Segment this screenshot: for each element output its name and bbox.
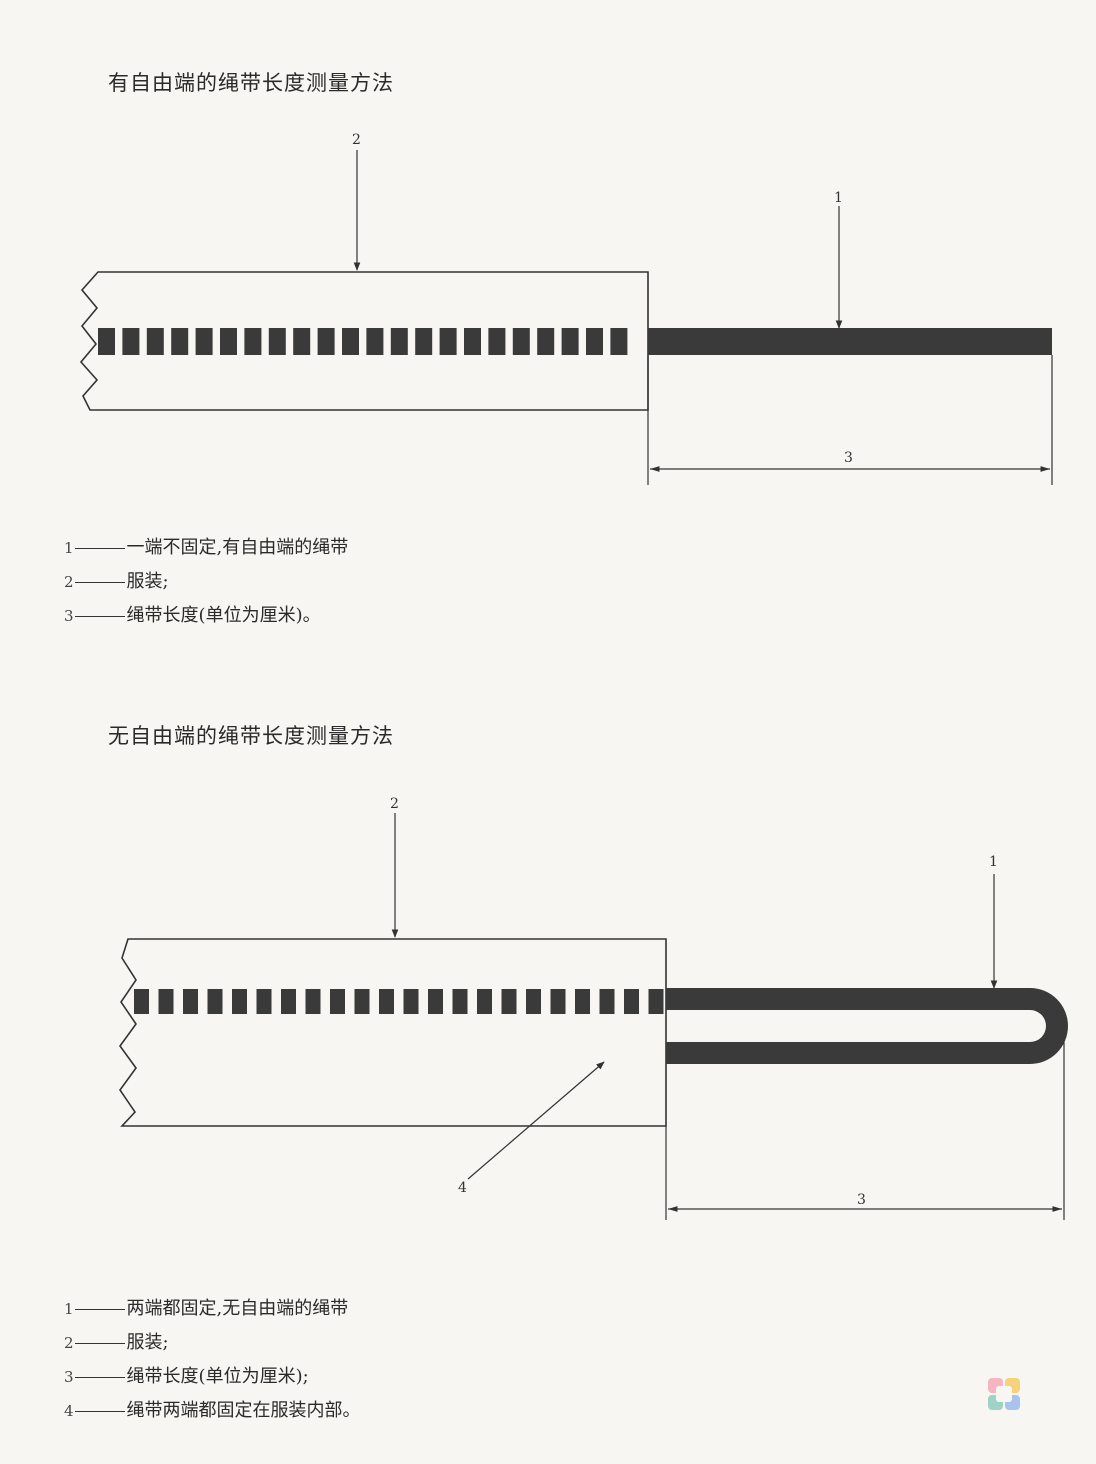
figure2-diagram: 2 1 4 3 (119, 796, 1068, 1220)
label-garment: 2 (390, 796, 399, 812)
stitch-segment (134, 989, 149, 1014)
label-garment: 2 (352, 132, 361, 148)
legend-dash (74, 1410, 125, 1412)
stitch-segment (477, 989, 492, 1014)
legend-text: 服装; (126, 1332, 169, 1353)
legend-number: 1 (64, 1300, 74, 1318)
rope-loop (666, 988, 1068, 1064)
stitch-segment (610, 328, 628, 355)
cgstc-logo-icon (988, 1378, 1020, 1410)
legend-number: 3 (64, 1368, 74, 1386)
stitch-segment (550, 989, 566, 1014)
label-inside: 4 (458, 1180, 467, 1196)
stitch-segment (195, 328, 213, 355)
stitch-segment (317, 328, 335, 355)
label-rope: 1 (834, 190, 843, 206)
stitch-segment (244, 328, 262, 355)
stitch-segment (268, 328, 286, 355)
stitch-segment (512, 328, 530, 355)
stitch-segment (158, 989, 174, 1014)
stitch-segment (220, 328, 237, 355)
legend-number: 3 (64, 607, 74, 625)
garment-outline (79, 271, 649, 411)
legend-dash (74, 1308, 125, 1310)
stitch-segment (122, 328, 140, 355)
legend-item: 3 绳带长度(单位为厘米)。 (64, 599, 348, 633)
stitch-segment (207, 989, 223, 1014)
stitch-segment (501, 989, 517, 1014)
stitch-segment (586, 328, 603, 355)
legend-dash (74, 1342, 125, 1344)
stitch-segment (526, 989, 541, 1014)
stitch-segment (439, 328, 457, 355)
stitch-segment (464, 328, 481, 355)
legend-item: 2 服装; (64, 565, 348, 599)
legend-dash (74, 581, 125, 583)
stitch-segment (561, 328, 579, 355)
label-length: 3 (857, 1192, 866, 1208)
legend-number: 4 (64, 1402, 74, 1420)
stitch-segment (256, 989, 272, 1014)
leader-arrow-inside (467, 1061, 605, 1180)
legend-text: 绳带长度(单位为厘米)。 (126, 605, 321, 626)
stitch-segment (183, 989, 198, 1014)
legend-item: 1 一端不固定,有自由端的绳带 (64, 531, 348, 565)
stitch-segment (624, 989, 639, 1014)
stitch-segment (379, 989, 394, 1014)
stitch-segment (452, 989, 468, 1014)
legend-text: 服装; (126, 571, 169, 592)
legend-text: 绳带两端都固定在服装内部。 (126, 1400, 361, 1421)
stitch-segment (575, 989, 590, 1014)
stitch-segment (330, 989, 345, 1014)
figure2-legend: 1 两端都固定,无自由端的绳带 2 服装; 3 绳带长度(单位为厘米); 4 绳带两端都… (64, 1292, 361, 1428)
legend-text: 一端不固定,有自由端的绳带 (126, 537, 349, 558)
rope-free-end (648, 328, 1052, 355)
figure2-title: 无自由端的绳带长度测量方法 (108, 724, 394, 748)
legend-item: 2 服装; (64, 1326, 361, 1360)
stitch-segment (366, 328, 384, 355)
stitched-rope-inside-garment (134, 989, 664, 1014)
stitch-segment (488, 328, 506, 355)
stitch-segment (98, 328, 115, 355)
stitch-segment (390, 328, 408, 355)
stitch-segment (428, 989, 443, 1014)
stitch-segment (281, 989, 296, 1014)
stitch-segment (171, 328, 189, 355)
stitched-rope-inside-garment (98, 328, 628, 355)
stitch-segment (648, 989, 664, 1014)
legend-item: 4 绳带两端都固定在服装内部。 (64, 1394, 361, 1428)
legend-dash (74, 1376, 125, 1378)
label-length: 3 (844, 450, 853, 466)
legend-text: 两端都固定,无自由端的绳带 (126, 1298, 349, 1319)
legend-text: 绳带长度(单位为厘米); (126, 1366, 309, 1387)
figure1-diagram: 2 1 3 (79, 132, 1053, 485)
legend-number: 2 (64, 1334, 74, 1352)
stitch-segment (354, 989, 370, 1014)
stitch-segment (537, 328, 555, 355)
stitch-segment (293, 328, 311, 355)
stitch-segment (146, 328, 164, 355)
legend-item: 1 两端都固定,无自由端的绳带 (64, 1292, 361, 1326)
figure1-legend: 1 一端不固定,有自由端的绳带 2 服装; 3 绳带长度(单位为厘米)。 (64, 531, 348, 633)
stitch-segment (403, 989, 419, 1014)
stitch-segment (415, 328, 433, 355)
stitch-segment (342, 328, 359, 355)
legend-number: 1 (64, 539, 74, 557)
figure1-title: 有自由端的绳带长度测量方法 (108, 71, 394, 95)
legend-dash (74, 547, 125, 549)
legend-number: 2 (64, 573, 74, 591)
stitch-segment (232, 989, 247, 1014)
legend-dash (74, 615, 125, 617)
label-rope: 1 (989, 854, 998, 870)
garment-outline (119, 938, 667, 1127)
legend-item: 3 绳带长度(单位为厘米); (64, 1360, 361, 1394)
stitch-segment (599, 989, 615, 1014)
stitch-segment (305, 989, 321, 1014)
